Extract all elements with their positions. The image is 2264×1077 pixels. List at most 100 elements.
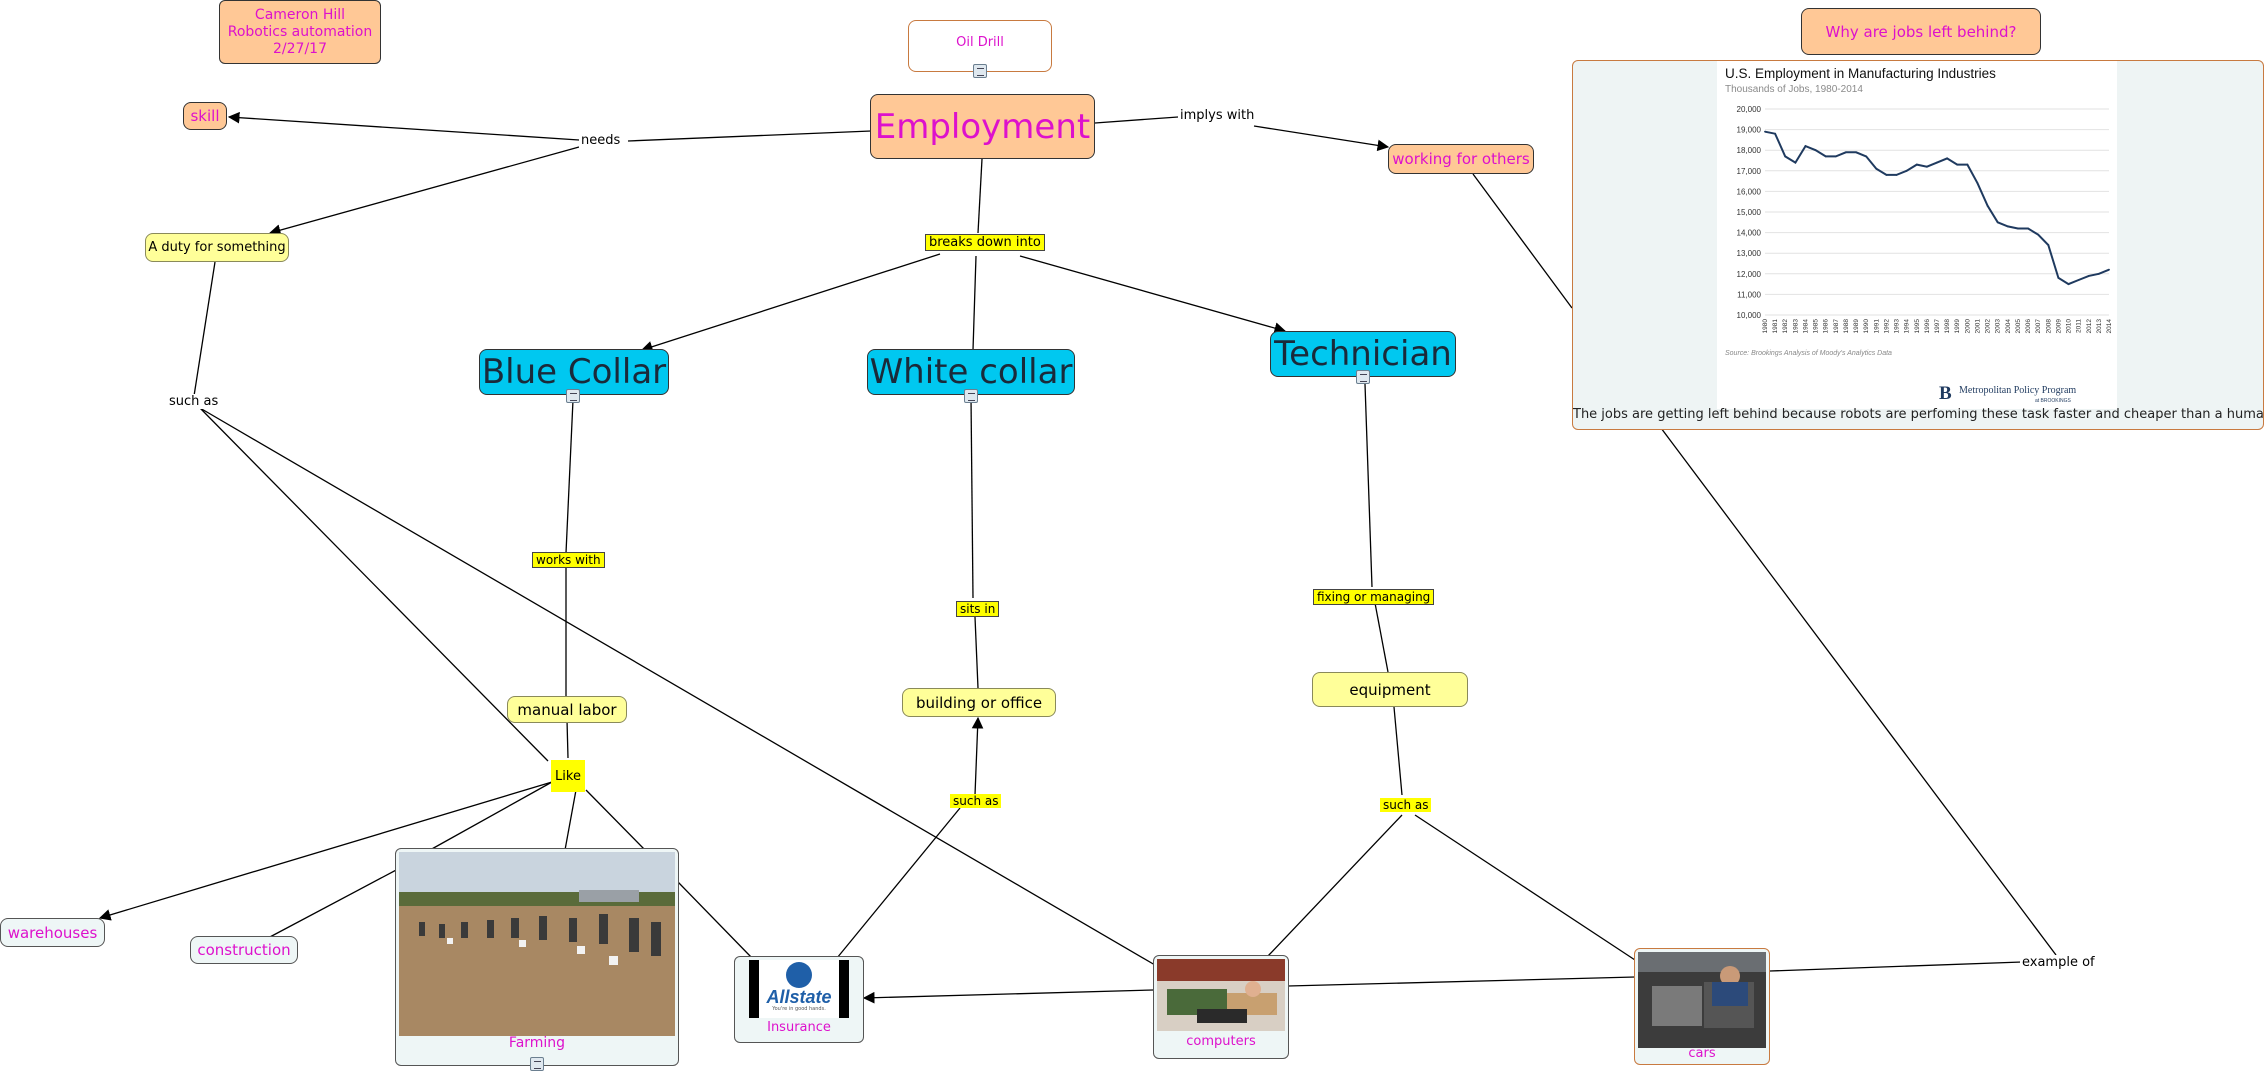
chart-point xyxy=(1915,163,1918,166)
chart-point xyxy=(1774,132,1777,135)
chart-point xyxy=(2077,279,2080,281)
chart-y-tick: 14,000 xyxy=(1737,229,1762,238)
chart-x-tick: 2010 xyxy=(2066,319,2073,334)
chart-x-tick: 1985 xyxy=(1813,319,1820,334)
white-collar-node[interactable]: White collar xyxy=(867,349,1075,395)
chart-y-tick: 15,000 xyxy=(1737,208,1762,217)
chart-x-tick: 1983 xyxy=(1792,319,1799,334)
chart-point xyxy=(1885,174,1888,176)
chart-y-tick: 18,000 xyxy=(1737,146,1762,155)
chart-x-tick: 1993 xyxy=(1894,319,1901,334)
chart-x-tick: 1982 xyxy=(1782,319,1789,334)
chart-point xyxy=(1966,163,1969,166)
chart-point xyxy=(1936,161,1938,164)
chart-y-tick: 17,000 xyxy=(1737,167,1762,176)
skill-node[interactable]: skill xyxy=(183,102,227,130)
chart-x-tick: 1994 xyxy=(1904,319,1911,334)
cars-label: cars xyxy=(1688,1046,1716,1061)
construction-label: construction xyxy=(197,941,291,959)
working-for-others-node[interactable]: working for others xyxy=(1388,144,1534,174)
chart-x-tick: 2009 xyxy=(2055,319,2062,334)
manual-labor-node[interactable]: manual labor xyxy=(507,696,627,723)
chart-point xyxy=(1764,130,1766,133)
farming-label: Farming xyxy=(508,1035,566,1051)
warehouses-node[interactable]: warehouses xyxy=(0,918,105,947)
brookings-logo-letter: B xyxy=(1939,383,1952,404)
brookings-logo-sub: at BROOKINGS xyxy=(2035,398,2072,404)
author-name: Cameron Hill xyxy=(254,6,346,23)
chart-x-tick: 1996 xyxy=(1924,319,1931,334)
chart-x-tick: 1997 xyxy=(1934,319,1941,334)
chart-x-tick: 1999 xyxy=(1954,319,1961,334)
chart-point xyxy=(1986,204,1989,207)
chart-point xyxy=(1976,182,1979,185)
equipment-node[interactable]: equipment xyxy=(1312,672,1468,707)
duty-node[interactable]: A duty for something xyxy=(145,233,289,262)
chart-y-tick: 16,000 xyxy=(1737,187,1762,196)
document-icon[interactable] xyxy=(1356,370,1370,384)
farming-node[interactable]: Farming xyxy=(395,848,679,1066)
chart-y-tick: 19,000 xyxy=(1737,126,1762,135)
chart-y-tick: 12,000 xyxy=(1737,270,1762,279)
cars-photo xyxy=(1638,952,1766,1048)
link-label-such-as-left: such as xyxy=(167,394,221,409)
building-or-office-label: building or office xyxy=(915,693,1043,712)
chart-point xyxy=(1925,165,1928,168)
chart-point xyxy=(1956,163,1959,166)
building-or-office-node[interactable]: building or office xyxy=(902,688,1056,717)
employment-node[interactable]: Employment xyxy=(870,94,1095,159)
blue-collar-node[interactable]: Blue Collar xyxy=(479,349,669,395)
like-node[interactable]: Like xyxy=(551,760,585,792)
chart-x-tick: 2013 xyxy=(2096,319,2103,334)
cars-node[interactable]: cars xyxy=(1634,948,1770,1065)
note-date: 2/27/17 xyxy=(273,40,327,57)
allstate-logo: Allstate You're in good hands. xyxy=(749,960,849,1018)
project-title: Robotics automation xyxy=(227,23,373,40)
chart-x-tick: 1995 xyxy=(1914,319,1921,334)
chart-x-tick: 2007 xyxy=(2035,319,2042,334)
chart-x-tick: 2008 xyxy=(2045,319,2052,334)
document-icon[interactable] xyxy=(566,389,580,403)
chart-point xyxy=(1834,155,1837,158)
chart-x-tick: 1988 xyxy=(1843,319,1850,334)
chart-x-tick: 1981 xyxy=(1772,319,1779,334)
chart-card[interactable]: U.S. Employment in Manufacturing Industr… xyxy=(1572,60,2264,430)
chart-x-tick: 1991 xyxy=(1873,319,1880,334)
chart-point xyxy=(1996,221,1999,224)
manual-labor-label: manual labor xyxy=(517,700,617,719)
chart-x-tick: 1987 xyxy=(1833,319,1840,334)
document-icon[interactable] xyxy=(530,1057,544,1071)
document-icon[interactable] xyxy=(973,64,987,78)
chart-x-tick: 1986 xyxy=(1823,319,1830,334)
chart-x-tick: 2012 xyxy=(2086,319,2093,334)
link-label-sits-in: sits in xyxy=(956,601,1000,617)
chart-point xyxy=(1804,145,1807,147)
chart-point xyxy=(1845,151,1847,154)
computers-node[interactable]: computers xyxy=(1153,955,1289,1059)
equipment-label: equipment xyxy=(1349,680,1431,699)
why-jobs-node[interactable]: Why are jobs left behind? xyxy=(1801,8,2041,55)
chart-y-tick: 20,000 xyxy=(1737,105,1762,114)
chart-point xyxy=(2087,274,2090,277)
document-icon[interactable] xyxy=(964,389,978,403)
chart-point xyxy=(2006,225,2009,228)
chart-x-tick: 2001 xyxy=(1974,319,1981,334)
chart-caption: The jobs are getting left behind because… xyxy=(1573,407,2264,422)
author-note[interactable]: Cameron Hill Robotics automation 2/27/17 xyxy=(219,0,381,64)
chart-point xyxy=(1814,149,1817,152)
chart-point xyxy=(2057,277,2060,279)
insurance-node[interactable]: Allstate You're in good hands. Insurance xyxy=(734,956,864,1043)
chart-x-tick: 2005 xyxy=(2015,319,2022,334)
computers-label: computers xyxy=(1186,1034,1256,1049)
chart-x-tick: 2000 xyxy=(1964,319,1971,334)
why-jobs-label: Why are jobs left behind? xyxy=(1825,22,2017,41)
link-label-implys-with: implys with xyxy=(1178,108,1257,123)
duty-label: A duty for something xyxy=(148,240,286,255)
oil-drill-label: Oil Drill xyxy=(956,35,1004,50)
chart-x-tick: 1989 xyxy=(1853,319,1860,334)
chart-point xyxy=(1946,157,1949,160)
chart-point xyxy=(1784,155,1787,158)
blue-collar-label: Blue Collar xyxy=(481,352,667,392)
construction-node[interactable]: construction xyxy=(190,936,298,964)
